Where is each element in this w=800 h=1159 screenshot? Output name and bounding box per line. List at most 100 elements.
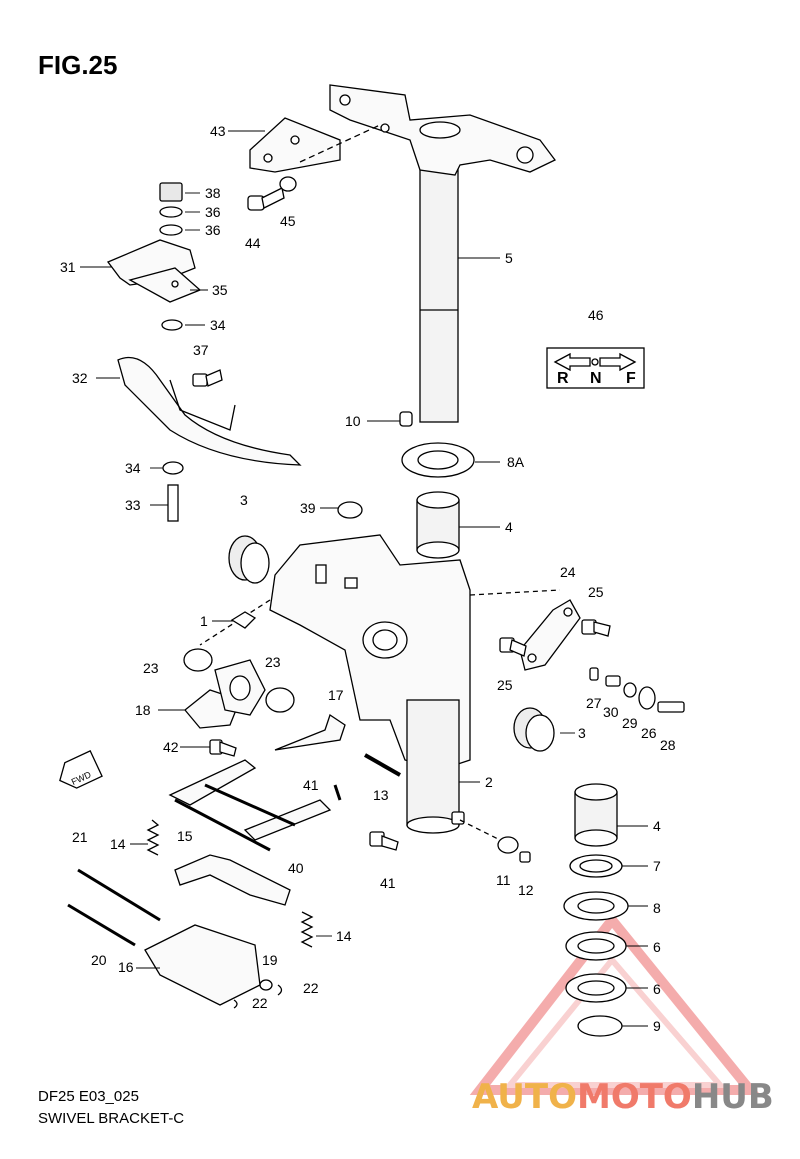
- figure-title: FIG.25: [38, 50, 118, 80]
- spring-part41-upper: [333, 784, 342, 801]
- swivel-tube-part2: [406, 699, 501, 841]
- footer-assembly-name: SWIVEL BRACKET-C: [38, 1110, 185, 1127]
- callout-number: 43: [210, 123, 226, 139]
- bolt-part37: [192, 369, 223, 387]
- shift-sign-letter-f: F: [626, 370, 636, 387]
- washer-part6a: [565, 931, 627, 961]
- callout-number: 18: [135, 702, 151, 718]
- arm-part24: [519, 599, 581, 671]
- callout-number: 25: [588, 584, 604, 600]
- bolt-part25-upper: [581, 619, 611, 637]
- callout-number: 6: [653, 981, 661, 997]
- lever-part17: [274, 713, 346, 751]
- callout-number: 31: [60, 259, 76, 275]
- washer-part36a: [159, 206, 183, 218]
- leader-lines: [80, 130, 648, 1027]
- washer-part34a: [161, 319, 183, 331]
- rod-part21: [77, 868, 161, 922]
- bracket-part43: [249, 117, 381, 173]
- bolt-part42: [209, 739, 237, 757]
- bushing-part4-upper: [416, 491, 460, 559]
- callout-number: 1: [200, 613, 208, 629]
- screw-part12: [519, 851, 531, 863]
- callout-number: 7: [653, 858, 661, 874]
- spring-part14-right: [300, 911, 314, 948]
- callout-number: 40: [288, 860, 304, 876]
- link-part15: [174, 854, 291, 906]
- callout-number: 17: [328, 687, 344, 703]
- washer-part8: [563, 891, 629, 921]
- callout-number: 5: [505, 250, 513, 266]
- washer-part34b: [162, 461, 184, 475]
- callout-number: 22: [252, 995, 268, 1011]
- callout-number: 8: [653, 900, 661, 916]
- washer-part8A: [401, 442, 475, 478]
- steering-shaft-part5: [329, 84, 556, 423]
- part29: [623, 682, 637, 698]
- callout-number: 9: [653, 1018, 661, 1034]
- frame-part40: [168, 759, 332, 852]
- washer-part6b: [565, 973, 627, 1003]
- callout-number: 8A: [507, 454, 525, 470]
- callout-number: 41: [380, 875, 396, 891]
- callout-number: 33: [125, 497, 141, 513]
- callout-number: 32: [72, 370, 88, 386]
- callout-number: 42: [163, 739, 179, 755]
- spring-part14-left: [146, 819, 160, 856]
- callout-number: 14: [110, 836, 126, 852]
- callout-number: 15: [177, 828, 193, 844]
- callout-number: 4: [653, 818, 661, 834]
- callout-number: 24: [560, 564, 576, 580]
- part30: [605, 675, 621, 687]
- callout-number: 34: [125, 460, 141, 476]
- callout-number: 36: [205, 222, 221, 238]
- nut-part38: [159, 182, 183, 202]
- bushing-part3-right: [513, 707, 555, 752]
- part27: [589, 667, 599, 681]
- callout-number: 19: [262, 952, 278, 968]
- callout-number: 6: [653, 939, 661, 955]
- callout-number: 21: [72, 829, 88, 845]
- callout-number: 12: [518, 882, 534, 898]
- callout-number: 30: [603, 704, 619, 720]
- bolt-part44: [247, 187, 285, 211]
- footer-model-code: DF25 E03_025: [38, 1088, 139, 1105]
- washer-part45: [279, 176, 297, 192]
- callout-number: 23: [143, 660, 159, 676]
- callout-number: 3: [578, 725, 586, 741]
- callout-number: 13: [373, 787, 389, 803]
- callout-number: 2: [485, 774, 493, 790]
- plate-part16: [144, 924, 261, 1006]
- callout-number: 29: [622, 715, 638, 731]
- rod-part20: [67, 903, 136, 947]
- bushing-part23-left: [183, 648, 213, 672]
- shift-sign-letter-n: N: [590, 370, 602, 387]
- fitting-part1: [230, 611, 257, 629]
- callout-number: 26: [641, 725, 657, 741]
- callout-number: 34: [210, 317, 226, 333]
- callout-number: 23: [265, 654, 281, 670]
- shift-rail-part32: [117, 356, 302, 466]
- snap-ring-part9: [577, 1015, 623, 1037]
- part26: [638, 686, 656, 710]
- washer-part36b: [159, 224, 183, 236]
- bolt-part25-lower: [499, 637, 527, 657]
- callout-number: 22: [303, 980, 319, 996]
- bolt-part28: [657, 701, 685, 713]
- bushing-part3-left: [228, 535, 270, 584]
- callout-number: 36: [205, 204, 221, 220]
- shift-sign-letter-r: R: [557, 370, 569, 387]
- washer-part19: [259, 979, 273, 991]
- collar-part11: [497, 836, 519, 854]
- callout-number: 20: [91, 952, 107, 968]
- clip-part22-right: [277, 984, 283, 996]
- callout-number: 45: [280, 213, 296, 229]
- lever-part31: [106, 239, 202, 303]
- callout-number: 46: [588, 307, 604, 323]
- callout-number: 25: [497, 677, 513, 693]
- plate-part18: [184, 659, 266, 729]
- callout-number: 4: [505, 519, 513, 535]
- callout-number: 27: [586, 695, 602, 711]
